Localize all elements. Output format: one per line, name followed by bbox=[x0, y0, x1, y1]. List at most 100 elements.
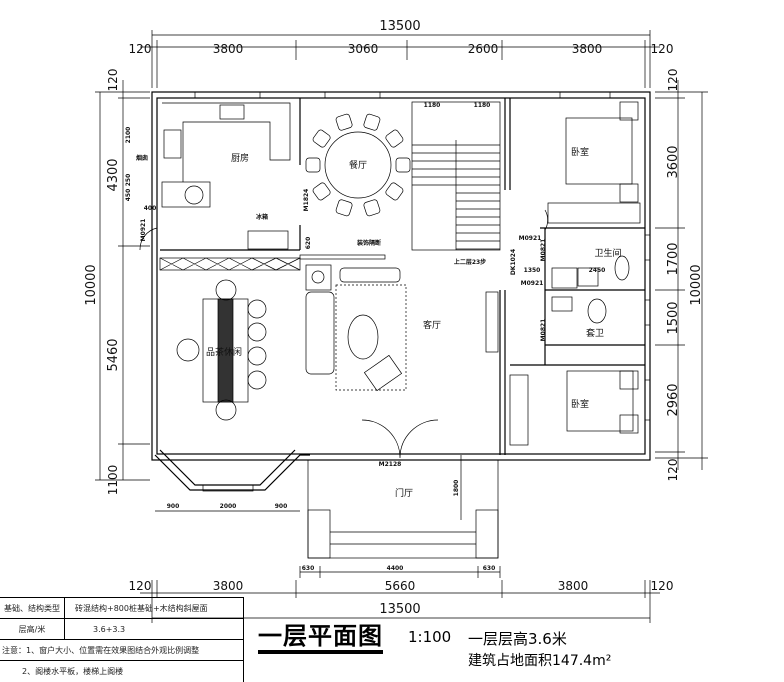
note-chimney: 烟囱 bbox=[136, 154, 148, 162]
dining-chair bbox=[305, 157, 321, 173]
kitchen-counter bbox=[161, 102, 291, 250]
building-area: 建筑占地面积147.4m² bbox=[468, 653, 612, 669]
dim-bay: 2000 bbox=[220, 503, 237, 510]
door-swings bbox=[139, 209, 549, 251]
dim-left: 120 bbox=[106, 69, 120, 92]
dim-small: 400 bbox=[144, 205, 157, 212]
door-label-main: M2128 bbox=[379, 461, 402, 468]
dim-small: 2100 bbox=[125, 127, 132, 144]
door-label: M0921 bbox=[521, 280, 544, 287]
dim-porch: 4400 bbox=[387, 565, 404, 572]
drawing-title: 一层平面图 bbox=[258, 622, 383, 654]
dim-bay: 900 bbox=[167, 503, 180, 510]
room-label-tea: 品茶休闲 bbox=[206, 346, 242, 358]
door-label: M0921 bbox=[519, 235, 542, 242]
dim-left: 5460 bbox=[106, 338, 121, 371]
partition bbox=[159, 254, 386, 271]
dim-small: 2450 bbox=[589, 267, 606, 274]
dining-chair bbox=[385, 129, 404, 148]
floor-height: 一层层高3.6米 bbox=[468, 630, 567, 648]
bedroom-furniture bbox=[509, 101, 641, 446]
dim-porch: 630 bbox=[302, 565, 315, 572]
dim-top: 3800 bbox=[213, 42, 244, 56]
dim-right: 120 bbox=[666, 459, 680, 482]
info-label: 基础、结构类型 bbox=[0, 598, 65, 618]
dining-chair bbox=[385, 182, 404, 201]
dim-small: 620 bbox=[305, 237, 312, 250]
porch bbox=[307, 419, 499, 559]
dim-left: 1100 bbox=[106, 465, 120, 496]
dim-right-total: 10000 bbox=[689, 264, 704, 305]
stairs-note: 上二层23步 bbox=[454, 258, 486, 266]
dim-top: 120 bbox=[651, 42, 674, 56]
dining-chair bbox=[312, 182, 331, 201]
dining-table bbox=[305, 113, 411, 217]
sofa-set bbox=[305, 264, 499, 392]
dim-top-total: 13500 bbox=[379, 19, 420, 34]
room-label-living: 客厅 bbox=[423, 319, 441, 331]
dining-chair bbox=[335, 199, 353, 217]
dim-top: 120 bbox=[129, 42, 152, 56]
windows bbox=[194, 91, 651, 421]
top-dimensions bbox=[140, 30, 660, 88]
door-label: DK1024 bbox=[510, 249, 517, 275]
stair-dim: 1180 bbox=[424, 102, 441, 109]
dining-chair bbox=[335, 113, 353, 131]
right-dimensions bbox=[655, 80, 708, 470]
dim-top: 3800 bbox=[572, 42, 603, 56]
room-label-bedroom1: 卧室 bbox=[571, 146, 589, 158]
dim-left-total: 10000 bbox=[84, 264, 99, 305]
staircase bbox=[411, 101, 501, 251]
dim-bottom: 120 bbox=[651, 579, 674, 593]
dim-right: 1700 bbox=[666, 242, 681, 275]
info-label: 层高/米 bbox=[0, 619, 65, 639]
drawing-scale: 1:100 bbox=[408, 628, 452, 646]
dim-porch: 630 bbox=[483, 565, 496, 572]
dim-bottom: 120 bbox=[129, 579, 152, 593]
dining-chair bbox=[363, 199, 381, 217]
door-label: M0921 bbox=[140, 219, 147, 242]
info-row: 基础、结构类型砖混结构+800桩基础+木结构斜屋面 bbox=[0, 598, 243, 619]
dim-small: 250 bbox=[125, 174, 132, 187]
room-label-bedroom2: 卧室 bbox=[571, 398, 589, 410]
dim-bay: 900 bbox=[275, 503, 288, 510]
dim-bottom: 3800 bbox=[213, 579, 244, 593]
note-fridge: 冰箱 bbox=[256, 213, 268, 221]
door-label: M0821 bbox=[540, 319, 547, 342]
room-label-dining: 餐厅 bbox=[349, 159, 367, 171]
dim-right: 120 bbox=[666, 69, 680, 92]
dim-bottom-total: 13500 bbox=[379, 602, 420, 617]
bay-window bbox=[154, 449, 310, 492]
room-label-bathroom: 卫生间 bbox=[594, 247, 621, 259]
bathroom-fixtures bbox=[551, 255, 630, 324]
note-partition: 装饰隔断 bbox=[356, 239, 381, 247]
dim-small: 450 bbox=[125, 189, 132, 202]
info-value: 砖混结构+800桩基础+木结构斜屋面 bbox=[75, 603, 208, 613]
dim-bottom: 5660 bbox=[385, 579, 416, 593]
left-dimensions bbox=[95, 80, 150, 481]
dim-small: 1350 bbox=[524, 267, 541, 274]
room-label-foyer: 门厅 bbox=[395, 487, 413, 499]
room-label-ensuite: 套卫 bbox=[586, 327, 604, 339]
info-note: 注意：1、窗户大小、位置需在效果图结合外观比例调整 bbox=[0, 640, 243, 661]
dim-right: 2960 bbox=[666, 383, 681, 416]
dim-right: 3600 bbox=[666, 145, 681, 178]
porch-dimensions bbox=[299, 566, 501, 578]
dim-bottom: 3800 bbox=[558, 579, 589, 593]
door-label: M0821 bbox=[540, 239, 547, 262]
stair-dim: 1180 bbox=[474, 102, 491, 109]
dim-top: 2600 bbox=[468, 42, 499, 56]
dining-chair bbox=[395, 157, 411, 173]
dim-top: 3060 bbox=[348, 42, 379, 56]
door-label: M1824 bbox=[303, 189, 310, 212]
dim-porch-depth: 1800 bbox=[453, 480, 460, 497]
dining-chair bbox=[312, 129, 331, 148]
tea-table bbox=[176, 279, 267, 421]
dim-right: 1500 bbox=[666, 301, 681, 334]
info-note: 2、阁楼水平板，楼梯上阁楼 bbox=[22, 666, 124, 676]
dim-left: 4300 bbox=[106, 158, 121, 191]
